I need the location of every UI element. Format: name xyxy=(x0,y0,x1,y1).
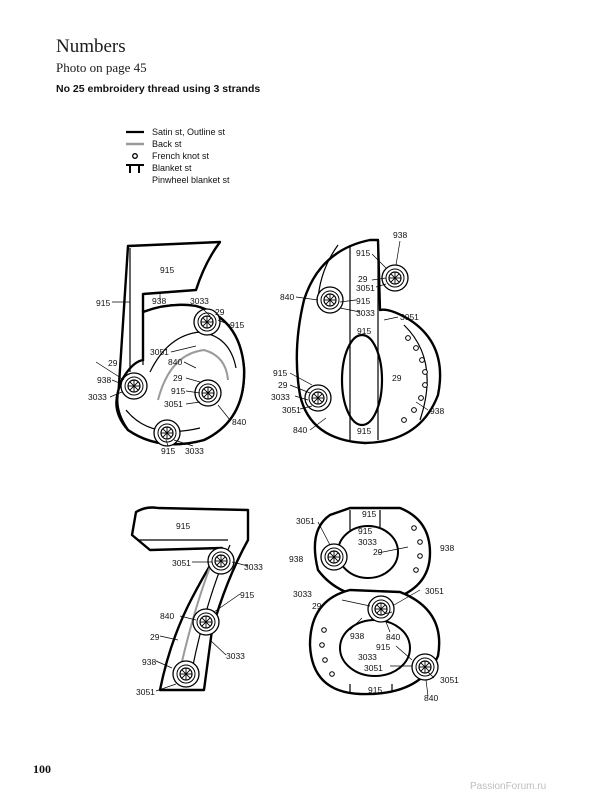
color-label: 840 xyxy=(168,357,182,367)
color-label: 3051 xyxy=(172,558,191,568)
color-label: 840 xyxy=(386,632,400,642)
legend-label: Satin st, Outline st xyxy=(152,127,226,137)
color-label: 915 xyxy=(357,426,371,436)
legend-item-blanket: Blanket st xyxy=(124,162,284,174)
number-six-pattern xyxy=(295,238,442,445)
legend-label: Back st xyxy=(152,139,182,149)
color-label: 915 xyxy=(240,590,254,600)
color-label: 3051 xyxy=(150,347,169,357)
color-label: 29 xyxy=(150,632,160,642)
color-label: 3033 xyxy=(244,562,263,572)
color-label: 3033 xyxy=(271,392,290,402)
color-label: 3033 xyxy=(88,392,107,402)
color-label: 915 xyxy=(358,526,372,536)
color-label: 3033 xyxy=(226,651,245,661)
color-label: 3051 xyxy=(425,586,444,596)
color-label: 3051 xyxy=(164,399,183,409)
color-label: 938 xyxy=(289,554,303,564)
color-label: 29 xyxy=(392,373,402,383)
legend-item-french-knot: French knot st xyxy=(124,150,284,162)
photo-reference: Photo on page 45 xyxy=(56,60,147,75)
page-number: 100 xyxy=(33,762,51,776)
color-label: 3033 xyxy=(358,652,377,662)
legend-label: Blanket st xyxy=(152,163,192,173)
color-label: 938 xyxy=(152,296,166,306)
color-label: 29 xyxy=(373,547,383,557)
color-label: 915 xyxy=(376,642,390,652)
legend-item-satin: Satin st, Outline st xyxy=(124,126,284,138)
color-label: 3051 xyxy=(400,312,419,322)
french-knot-icon xyxy=(132,153,138,159)
satin-line-icon xyxy=(126,130,144,134)
number-seven-pattern xyxy=(130,506,250,692)
page-title: Numbers xyxy=(56,36,126,57)
color-label: 938 xyxy=(350,631,364,641)
color-label: 915 xyxy=(357,326,371,336)
color-label: 915 xyxy=(160,265,174,275)
color-label: 938 xyxy=(97,375,111,385)
color-label: 915 xyxy=(161,446,175,456)
color-label: 29 xyxy=(215,307,225,317)
color-label: 29 xyxy=(312,601,322,611)
color-label: 915 xyxy=(171,386,185,396)
color-label: 915 xyxy=(230,320,244,330)
color-label: 938 xyxy=(440,543,454,553)
color-label: 3051 xyxy=(440,675,459,685)
legend-item-back: Back st xyxy=(124,138,284,150)
thread-note: No 25 embroidery thread using 3 strands xyxy=(56,83,261,95)
color-label: 3033 xyxy=(293,589,312,599)
eight-labels: 3051 915 915 3033 938 29 938 3033 29 305… xyxy=(289,509,459,703)
color-label: 915 xyxy=(368,685,382,695)
seven-labels: 915 3051 3033 915 840 29 3033 938 3051 xyxy=(136,521,263,697)
stitch-legend: Satin st, Outline st Back st French knot… xyxy=(124,126,284,186)
color-label: 915 xyxy=(356,296,370,306)
color-label: 3051 xyxy=(296,516,315,526)
back-stitch-icon xyxy=(126,142,144,146)
color-label: 938 xyxy=(393,230,407,240)
color-label: 3033 xyxy=(356,308,375,318)
color-label: 840 xyxy=(424,693,438,703)
color-label: 29 xyxy=(278,380,288,390)
color-label: 938 xyxy=(142,657,156,667)
color-label: 840 xyxy=(293,425,307,435)
color-label: 3033 xyxy=(190,296,209,306)
color-label: 915 xyxy=(96,298,110,308)
five-labels: 915 915 938 3033 29 915 3051 840 29 938 … xyxy=(88,265,246,456)
color-label: 3033 xyxy=(185,446,204,456)
number-five-pattern xyxy=(115,240,246,447)
six-labels: 938 915 29 3051 840 915 3033 3051 915 29… xyxy=(271,230,444,436)
color-label: 915 xyxy=(356,248,370,258)
number-eight-pattern xyxy=(308,506,441,696)
color-label: 29 xyxy=(358,274,368,284)
legend-label: French knot st xyxy=(152,151,210,161)
color-label: 840 xyxy=(232,417,246,427)
legend-item-pinwheel: Pinwheel blanket st xyxy=(124,174,284,186)
color-label: 3033 xyxy=(358,537,377,547)
watermark: PassionForum.ru xyxy=(470,781,547,792)
color-label: 29 xyxy=(173,373,183,383)
color-label: 3051 xyxy=(356,283,375,293)
color-label: 840 xyxy=(160,611,174,621)
color-label: 3051 xyxy=(136,687,155,697)
color-label: 3051 xyxy=(364,663,383,673)
color-label: 915 xyxy=(273,368,287,378)
legend-label: Pinwheel blanket st xyxy=(152,175,230,185)
color-label: 840 xyxy=(280,292,294,302)
blanket-stitch-icon xyxy=(126,164,144,173)
color-label: 915 xyxy=(176,521,190,531)
color-label: 915 xyxy=(362,509,376,519)
color-label: 29 xyxy=(108,358,118,368)
color-label: 938 xyxy=(430,406,444,416)
color-label: 3051 xyxy=(282,405,301,415)
